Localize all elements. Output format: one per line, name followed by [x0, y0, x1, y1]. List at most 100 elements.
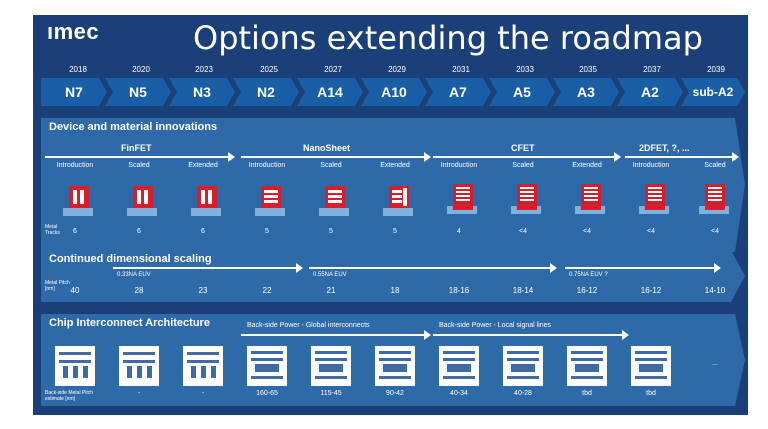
- year-label: 2035: [579, 65, 597, 74]
- finfet-chip-icon: [63, 186, 99, 216]
- interconnect-value: -: [201, 390, 205, 397]
- interconnect-diagram-icon: [55, 346, 95, 386]
- scaling-panel-title: Continued dimensional scaling: [49, 253, 212, 265]
- interconnect-value: tbd: [582, 390, 592, 397]
- pitch-value: 18-14: [512, 286, 534, 295]
- slide-title: Options extending the roadmap: [193, 19, 703, 57]
- metal-tracks-value: 6: [201, 228, 205, 235]
- metal-tracks-value: 5: [393, 228, 397, 235]
- metal-tracks-value: <4: [583, 228, 591, 235]
- node-row: N7 N5 N3 N2 A14 A10 A7 A5 A3 A2 sub-A2: [41, 78, 751, 106]
- stage-label: Scaled: [128, 162, 150, 169]
- pitch-value: 28: [134, 286, 144, 295]
- metal-tracks-value: 6: [137, 228, 141, 235]
- bsp-local-label: Back-side Power - Local signal lines: [439, 322, 552, 329]
- metal-tracks-value: 6: [73, 228, 77, 235]
- year-label: 2018: [69, 65, 87, 74]
- year-label: 2027: [324, 65, 342, 74]
- stage-label: Introduction: [248, 162, 286, 169]
- nanosheet-chip-icon: [319, 186, 355, 216]
- cfet-chip-icon: [447, 184, 483, 214]
- cfet-label: CFET: [511, 143, 535, 153]
- node-a7: A7: [425, 78, 491, 106]
- bsp-global-label: Back-side Power - Global interconnects: [247, 322, 370, 329]
- pitch-value: 18-16: [448, 286, 470, 295]
- euv-075-label: 0.75NA EUV ?: [569, 272, 608, 278]
- interconnect-value: ...: [712, 360, 718, 367]
- interconnect-diagram-icon: [567, 346, 607, 386]
- 2dfet-arrow: [625, 152, 739, 162]
- euv-055-label: 0.55NA EUV: [313, 272, 347, 278]
- node-a5: A5: [489, 78, 555, 106]
- node-n5: N5: [105, 78, 171, 106]
- stage-label: Scaled: [512, 162, 534, 169]
- interconnect-diagram-icon: [503, 346, 543, 386]
- metal-tracks-value: <4: [711, 228, 719, 235]
- metal-tracks-value: 4: [457, 228, 461, 235]
- interconnect-diagram-icon: [631, 346, 671, 386]
- stage-label: Extended: [572, 162, 602, 169]
- metal-tracks-value: <4: [647, 228, 655, 235]
- euv-033-label: 0.33NA EUV: [117, 272, 151, 278]
- interconnect-diagram-icon: [375, 346, 415, 386]
- year-label: 2020: [132, 65, 150, 74]
- pitch-value: 18: [390, 286, 400, 295]
- pitch-value: 22: [262, 286, 272, 295]
- pitch-value: 16-12: [640, 286, 662, 295]
- stage-label: Introduction: [632, 162, 670, 169]
- stage-label: Scaled: [704, 162, 726, 169]
- metal-tracks-value: 5: [265, 228, 269, 235]
- bsp-local-arrow: [433, 330, 629, 340]
- device-panel: Device and material innovations FinFET N…: [41, 118, 745, 252]
- bsm-pitch-label: Back-side Metal Pitch estimate [nm]: [45, 390, 94, 402]
- year-label: 2025: [260, 65, 278, 74]
- 2dfet-chip-icon: [639, 184, 675, 214]
- finfet-label: FinFET: [121, 143, 152, 153]
- stage-label: Extended: [380, 162, 410, 169]
- interconnect-panel: Chip Interconnect Architecture Back-side…: [41, 314, 745, 406]
- node-a3: A3: [553, 78, 619, 106]
- euv-055-arrow: [309, 263, 557, 273]
- imec-logo: ımec: [47, 19, 100, 44]
- pitch-value: 21: [326, 286, 336, 295]
- interconnect-value: 115-45: [320, 390, 342, 397]
- cfet-chip-icon: [575, 184, 611, 214]
- interconnect-panel-title: Chip Interconnect Architecture: [49, 317, 210, 329]
- finfet-arrow: [45, 152, 235, 162]
- stage-label: Scaled: [320, 162, 342, 169]
- scaling-panel: Continued dimensional scaling Metal Pitc…: [41, 250, 745, 302]
- 2dfet-chip-icon: [699, 184, 735, 214]
- year-label: 2039: [707, 65, 725, 74]
- nanosheet-arrow: [241, 152, 431, 162]
- cfet-chip-icon: [511, 184, 547, 214]
- node-sub-a2: sub-A2: [681, 78, 745, 106]
- bsp-global-arrow: [241, 330, 431, 340]
- pitch-value: 40: [70, 286, 80, 295]
- year-label: 2033: [516, 65, 534, 74]
- finfet-chip-icon: [191, 186, 227, 216]
- roadmap-slide: ımec Options extending the roadmap 2018 …: [33, 15, 748, 415]
- metal-tracks-value: <4: [519, 228, 527, 235]
- node-a2: A2: [617, 78, 683, 106]
- 2dfet-label: 2DFET, ?, ...: [639, 143, 690, 153]
- node-a10: A10: [361, 78, 427, 106]
- metal-tracks-value: 5: [329, 228, 333, 235]
- year-label: 2031: [452, 65, 470, 74]
- pitch-value: 23: [198, 286, 208, 295]
- device-panel-title: Device and material innovations: [49, 121, 218, 133]
- cfet-arrow: [433, 152, 621, 162]
- metal-tracks-label: Metal Tracks: [45, 224, 60, 236]
- metal-pitch-label: Metal Pitch [nm]: [45, 280, 70, 292]
- node-n2: N2: [233, 78, 299, 106]
- interconnect-value: tbd: [646, 390, 656, 397]
- nanosheet-chip-icon: [255, 186, 291, 216]
- euv-075-arrow: [565, 263, 721, 273]
- interconnect-diagram-icon: [311, 346, 351, 386]
- stage-label: Introduction: [56, 162, 94, 169]
- year-row: 2018 2020 2023 2025 2027 2029 2031 2033 …: [41, 65, 745, 77]
- nanosheet-chip-icon: [383, 186, 419, 216]
- node-a14: A14: [297, 78, 363, 106]
- interconnect-diagram-icon: [183, 346, 223, 386]
- year-label: 2023: [195, 65, 213, 74]
- interconnect-value: 160-65: [256, 390, 278, 397]
